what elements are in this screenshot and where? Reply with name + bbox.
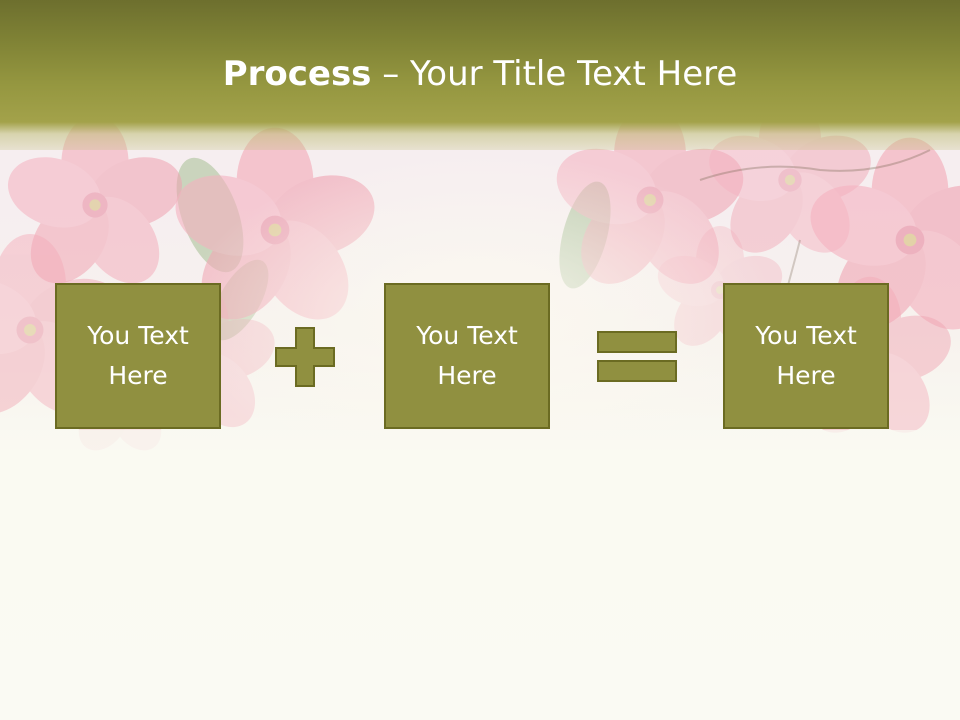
equals-icon bbox=[597, 331, 677, 382]
title-rest-text: – Your Title Text Here bbox=[371, 54, 738, 94]
process-box-3[interactable]: You Text Here bbox=[723, 283, 889, 429]
process-box-3-text: You Text Here bbox=[755, 321, 857, 390]
title-band bbox=[0, 0, 960, 150]
process-box-2-text: You Text Here bbox=[416, 321, 518, 390]
plus-icon bbox=[275, 327, 335, 387]
process-box-2[interactable]: You Text Here bbox=[384, 283, 550, 429]
process-box-1[interactable]: You Text Here bbox=[55, 283, 221, 429]
process-box-1-text: You Text Here bbox=[87, 321, 189, 390]
slide-title[interactable]: Process – Your Title Text Here bbox=[0, 52, 960, 96]
title-bold-text: Process bbox=[222, 54, 372, 94]
